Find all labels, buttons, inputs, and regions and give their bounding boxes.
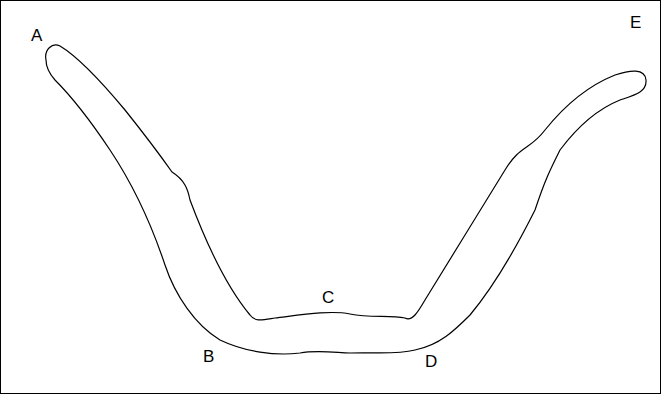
point-label: C	[322, 289, 334, 306]
point-label: A	[31, 27, 42, 44]
point-label: B	[203, 348, 214, 365]
point-label: E	[630, 14, 641, 31]
u-shaped-band	[46, 45, 646, 354]
point-label: D	[425, 353, 437, 370]
